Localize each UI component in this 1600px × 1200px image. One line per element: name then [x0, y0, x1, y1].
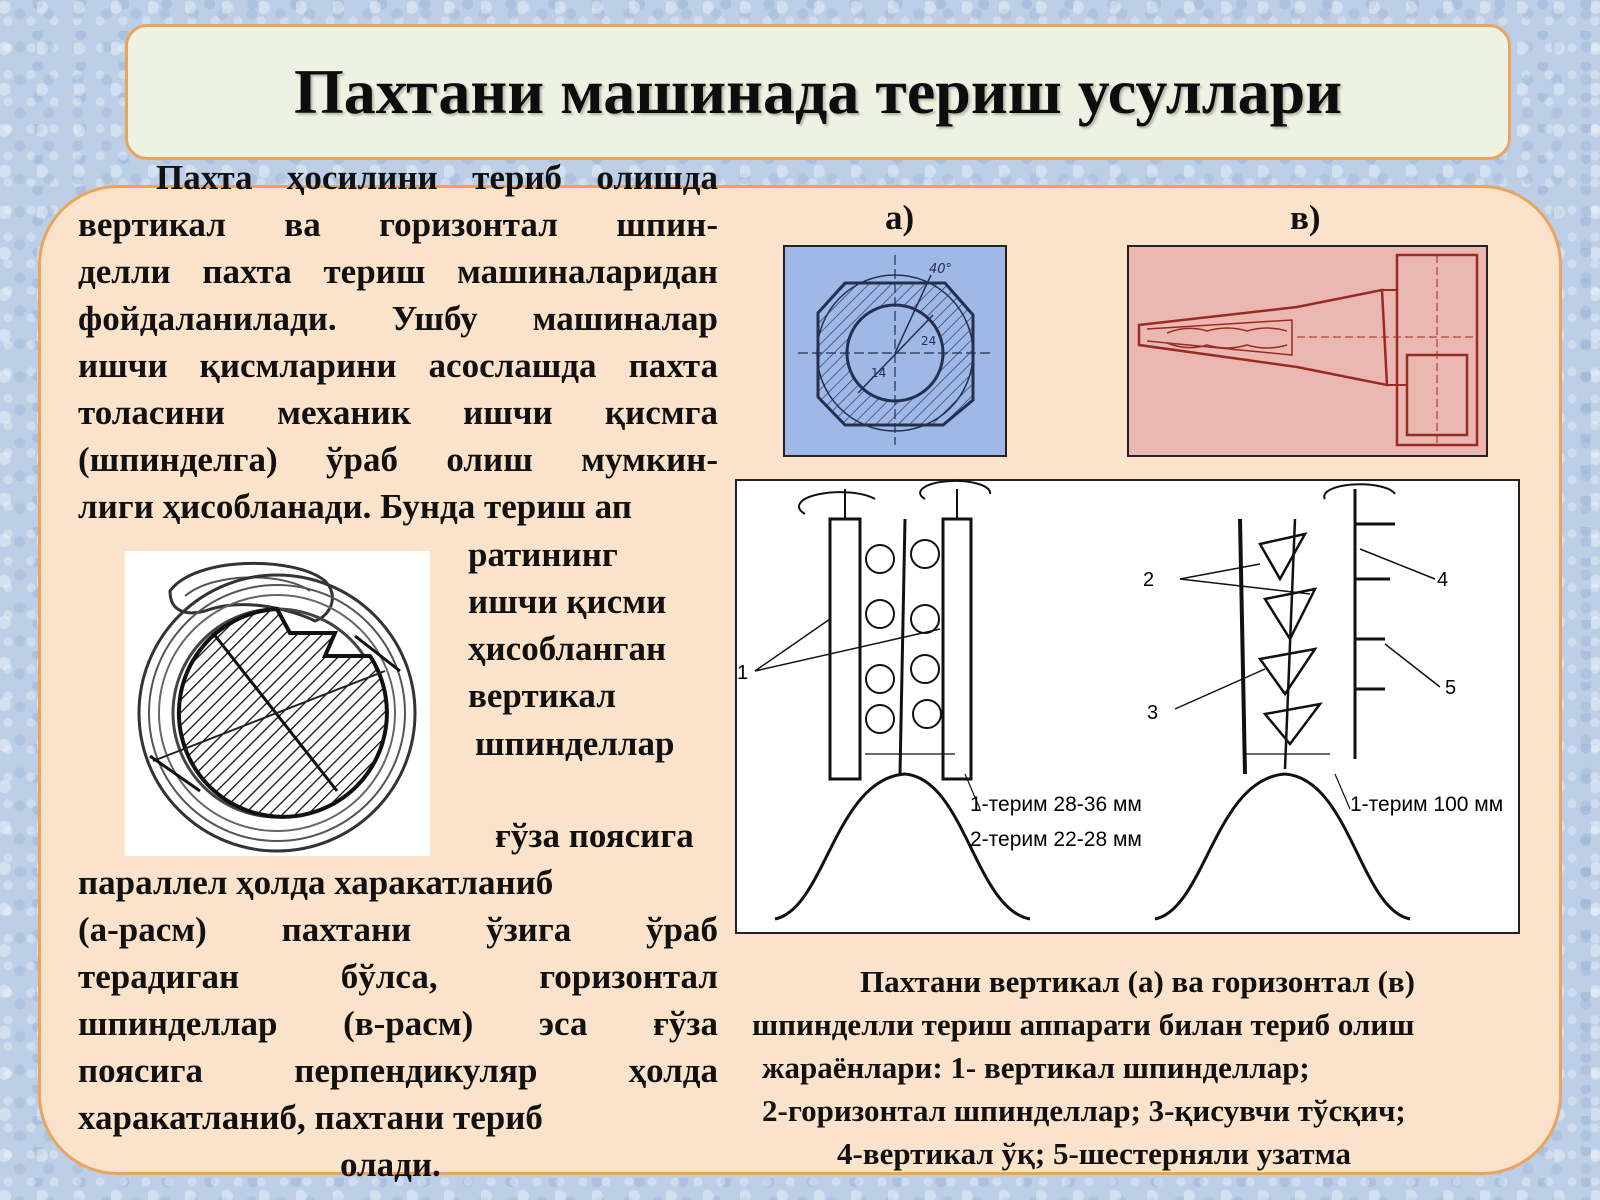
caption-line: 2-горизонтал шпинделлар; 3-қисувчи тўсқи…: [762, 1093, 1406, 1128]
text-line: харакатланиб, пахтани териб: [78, 1098, 543, 1137]
spindle-wrap-illustration: [125, 551, 430, 856]
text-line: фойдаланилади. Ушбу машиналар: [78, 299, 718, 338]
text-line: толасини механик ишчи қисмга: [78, 393, 718, 432]
picking-process-diagram: 1 1-терим 28-36 мм 2-терим 22-28 мм 2 3 …: [735, 479, 1520, 934]
figure-label-b: в): [1290, 198, 1321, 237]
text-line: (шпинделга) ўраб олиш мумкин-: [78, 440, 718, 479]
callout-number: 3: [1147, 702, 1158, 724]
text-line: ҳисобланган: [468, 629, 667, 668]
caption-line: шпинделли териш аппарати билан териб оли…: [752, 1007, 1415, 1042]
text-line: ишчи қисми: [468, 582, 667, 621]
text-line: лиги ҳисобланади. Бунда териш ап: [78, 487, 632, 526]
vertical-spindle-section-figure: 40° 24 14: [783, 245, 1007, 457]
dimension-label: 14: [871, 366, 886, 380]
caption-line: Пахтани вертикал (а) ва горизонтал (в): [860, 964, 1415, 999]
picking-note: 2-терим 22-28 мм: [970, 828, 1142, 851]
text-line: Пахта ҳосилини териб олишда: [156, 158, 718, 197]
text-line: олади.: [340, 1145, 441, 1184]
text-line: делли пахта териш машиналаридан: [78, 252, 718, 291]
text-line: ғўза поясига: [495, 816, 694, 855]
caption-line: жараёнлари: 1- вертикал шпинделлар;: [762, 1050, 1310, 1085]
figure-label-a: а): [885, 198, 915, 237]
text-line: терадиган бўлса, горизонтал: [78, 957, 718, 996]
picking-note: 1-терим 100 мм: [1350, 793, 1503, 816]
callout-number: 1: [737, 662, 748, 684]
caption-line: 4-вертикал ўқ; 5-шестерняли узатма: [837, 1136, 1352, 1171]
text-line: ишчи қисмларини асослашда пахта: [78, 346, 718, 385]
text-line: (а-расм) пахтани ўзига ўраб: [78, 910, 718, 949]
page-title: Пахтани машинада териш усуллари: [293, 56, 1343, 127]
callout-number: 4: [1437, 569, 1448, 591]
title-banner: Пахтани машинада териш усуллари: [125, 24, 1511, 160]
text-line: поясига перпендикуляр ҳолда: [78, 1051, 718, 1090]
text-line: вертикал: [468, 676, 616, 715]
text-line: шпинделлар (в-расм) эса ғўза: [78, 1004, 718, 1043]
text-line: вертикал ва горизонтал шпин-: [78, 205, 718, 244]
dimension-label: 24: [921, 334, 936, 348]
picking-note: 1-терим 28-36 мм: [970, 793, 1142, 816]
text-line: шпинделлар: [475, 724, 675, 763]
horizontal-spindle-figure: [1127, 245, 1488, 457]
figure-caption: Пахтани вертикал (а) ва горизонтал (в) ш…: [752, 960, 1512, 1175]
callout-number: 2: [1143, 569, 1154, 591]
text-line: ратининг: [468, 535, 618, 574]
text-line: параллел ҳолда харакатланиб: [78, 863, 554, 902]
angle-label: 40°: [929, 262, 952, 277]
callout-number: 5: [1445, 677, 1456, 699]
